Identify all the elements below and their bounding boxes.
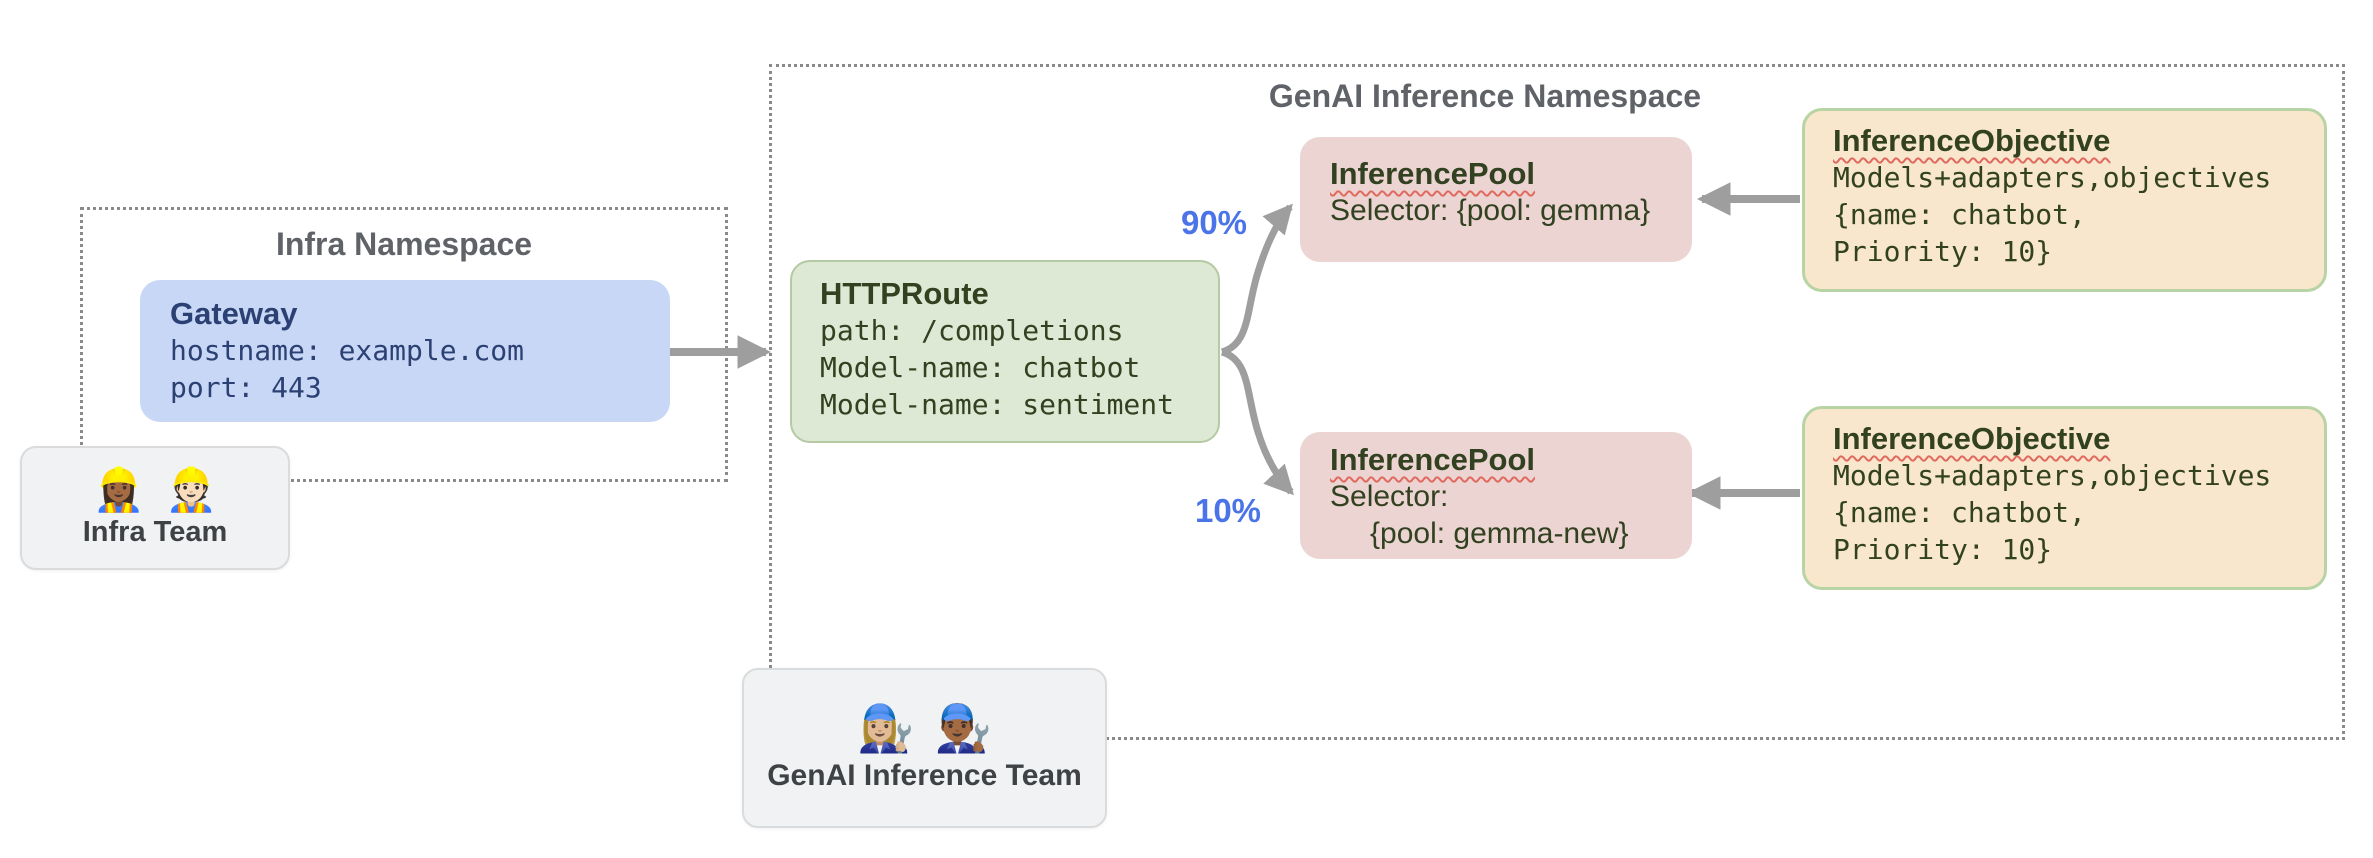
httproute-model-chatbot-line: Model-name: chatbot [820, 351, 1141, 384]
inference-objective-1-card: InferenceObjective Models+adapters,objec… [1802, 108, 2327, 292]
inference-objective-2-card: InferenceObjective Models+adapters,objec… [1802, 406, 2327, 590]
infra-namespace-box [80, 207, 728, 482]
inference-pool-gemma-new-selector-value-line: {pool: gemma-new} [1370, 517, 1629, 550]
inference-objective-2-name-line: {name: chatbot, [1833, 496, 2086, 529]
inference-pool-gemma-title: InferencePool [1330, 156, 1535, 191]
genai-namespace-box [769, 64, 2345, 740]
httproute-card: HTTPRoute path: /completions Model-name:… [790, 260, 1220, 443]
inference-objective-1-priority-line: Priority: 10} [1833, 235, 2053, 268]
infra-team-emojis: 👷🏾‍♀️ 👷🏻 [93, 467, 218, 513]
inference-pool-gemma-new-card: InferencePool Selector: {pool: gemma-new… [1300, 432, 1692, 559]
inference-objective-2-title: InferenceObjective [1833, 421, 2111, 456]
httproute-model-sentiment-line: Model-name: sentiment [820, 388, 1175, 421]
gateway-title: Gateway [170, 296, 298, 331]
inference-objective-1-models-line: Models+adapters,objectives [1833, 161, 2272, 194]
httproute-path-line: path: /completions [820, 314, 1124, 347]
traffic-split-90-label: 90% [1180, 204, 1248, 241]
gateway-card: Gateway hostname: example.com port: 443 [140, 280, 670, 422]
infra-team-label: Infra Team [82, 515, 228, 548]
inference-objective-1-name-line: {name: chatbot, [1833, 198, 2086, 231]
inference-pool-gemma-selector-line: Selector: {pool: gemma} [1330, 194, 1651, 227]
inference-objective-1-title: InferenceObjective [1833, 123, 2111, 158]
inference-pool-gemma-new-title: InferencePool [1330, 442, 1535, 477]
inference-objective-2-priority-line: Priority: 10} [1833, 533, 2053, 566]
man-construction-worker-icon: 👷🏻 [165, 466, 218, 514]
infra-namespace-title: Infra Namespace [275, 226, 533, 262]
traffic-split-10-label: 10% [1194, 492, 1262, 529]
woman-mechanic-icon: 👩🏼‍🔧 [857, 701, 915, 754]
genai-team-label: GenAI Inference Team [767, 759, 1082, 793]
man-mechanic-icon: 👨🏾‍🔧 [934, 701, 992, 754]
infra-team-card: 👷🏾‍♀️ 👷🏻 Infra Team [20, 446, 290, 570]
gateway-hostname-line: hostname: example.com [170, 334, 525, 367]
woman-construction-worker-icon: 👷🏾‍♀️ [92, 466, 145, 514]
gateway-port-line: port: 443 [170, 371, 322, 404]
httproute-title: HTTPRoute [820, 276, 989, 311]
genai-inference-team-card: 👩🏼‍🔧 👨🏾‍🔧 GenAI Inference Team [742, 668, 1107, 828]
genai-team-emojis: 👩🏼‍🔧 👨🏾‍🔧 [857, 703, 992, 754]
genai-namespace-title: GenAI Inference Namespace [1268, 78, 1702, 114]
inference-objective-2-models-line: Models+adapters,objectives [1833, 459, 2272, 492]
inference-pool-gemma-new-selector-line: Selector: [1330, 480, 1449, 513]
inference-pool-gemma-card: InferencePool Selector: {pool: gemma} [1300, 137, 1692, 262]
